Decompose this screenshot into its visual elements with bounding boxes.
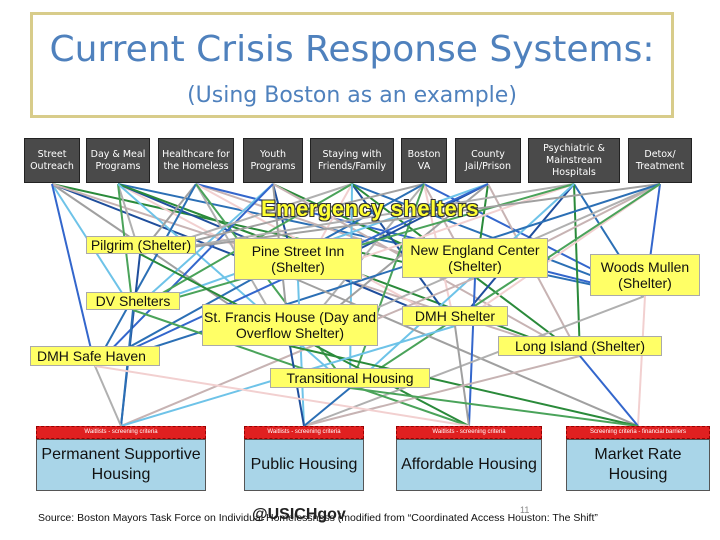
flow-line <box>120 309 134 427</box>
transitional-housing: Transitional Housing <box>270 368 430 388</box>
flow-line <box>579 355 639 427</box>
page-subtitle: (Using Boston as an example) <box>187 83 517 108</box>
flow-line <box>468 277 476 427</box>
barrier-strip-market: Screening criteria - financial barriers <box>566 426 710 439</box>
flow-line <box>573 183 581 357</box>
flow-line <box>94 365 122 427</box>
flow-line <box>94 183 661 367</box>
flow-line <box>117 183 351 389</box>
page-number: 11 <box>520 505 530 515</box>
shelter-pine-street: Pine Street Inn (Shelter) <box>234 238 362 280</box>
flow-line <box>637 295 646 427</box>
source-detox: Detox/ Treatment <box>628 138 692 183</box>
barrier-strip-affordable: Waitlists - screening criteria <box>396 426 542 439</box>
flow-line <box>132 183 274 311</box>
source-youth-programs: Youth Programs <box>243 138 303 183</box>
flow-line <box>120 277 476 427</box>
source-day-meal-programs: Day & Meal Programs <box>86 138 150 183</box>
source-footnote: Source: Boston Mayors Task Force on Indi… <box>38 512 598 524</box>
shelter-pilgrim: Pilgrim (Shelter) <box>86 236 196 254</box>
flow-line <box>94 183 197 367</box>
source-staying-friends-family: Staying with Friends/Family <box>310 138 394 183</box>
flow-line <box>454 325 470 427</box>
shelter-st-francis: St. Francis House (Day and Overflow Shel… <box>202 304 378 346</box>
twitter-handle: @USICHgov <box>252 506 346 523</box>
shelter-dv: DV Shelters <box>86 292 180 310</box>
flow-line <box>349 387 639 427</box>
flow-line <box>349 183 353 389</box>
flow-line <box>94 365 470 427</box>
barrier-strip-public: Waitlists - screening criteria <box>244 426 364 439</box>
housing-affordable: Affordable Housing <box>396 439 542 491</box>
emergency-shelters-heading: Emergency shelters <box>260 196 480 221</box>
source-healthcare-homeless: Healthcare for the Homeless <box>158 138 234 183</box>
shelter-woods-mullen: Woods Mullen (Shelter) <box>590 254 700 296</box>
flow-line <box>303 355 581 427</box>
housing-permanent-supportive: Permanent Supportive Housing <box>36 439 206 491</box>
shelter-new-england-center: New England Center (Shelter) <box>402 238 548 278</box>
page-title: Current Crisis Response Systems: <box>49 29 655 70</box>
barrier-strip-psh: Waitlists - screening criteria <box>36 426 206 439</box>
flow-line <box>51 183 96 367</box>
flow-line <box>349 183 575 389</box>
source-boston-va: Boston VA <box>401 138 447 183</box>
housing-market-rate: Market Rate Housing <box>566 439 710 491</box>
shelter-long-island: Long Island (Shelter) <box>498 336 662 356</box>
shelter-dmh: DMH Shelter <box>402 306 508 326</box>
flow-line <box>139 183 575 255</box>
flow-line <box>139 183 661 255</box>
source-hospitals: Psychiatric & Mainstream Hospitals <box>528 138 620 183</box>
title-box: Current Crisis Response Systems: (Using … <box>30 12 674 118</box>
shelter-dmh-safe-haven: DMH Safe Haven <box>30 346 160 366</box>
source-county-jail: County Jail/Prison <box>455 138 521 183</box>
flow-line <box>94 183 274 367</box>
source-street-outreach: Street Outreach <box>24 138 80 183</box>
flow-line <box>349 183 661 389</box>
flow-line <box>303 387 351 427</box>
flow-line <box>303 295 646 427</box>
housing-public: Public Housing <box>244 439 364 491</box>
